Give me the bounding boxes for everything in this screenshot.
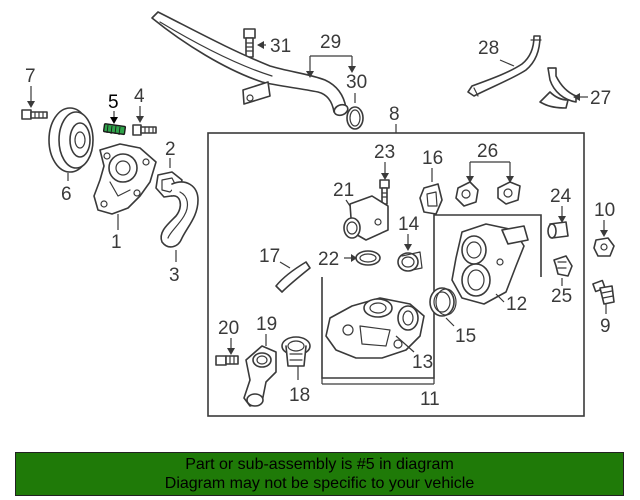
part-5-stud-highlighted — [102, 123, 127, 136]
part-23-bolt — [379, 179, 390, 205]
part-27-hose — [539, 67, 577, 109]
callout-1: 1 — [111, 232, 122, 253]
part-6-pulley — [48, 107, 94, 173]
callout-28: 28 — [478, 38, 499, 59]
part-24-sensor — [547, 221, 569, 239]
parts-diagram: 7 6 5 4 2 1 3 31 29 30 28 27 8 23 16 26 … — [21, 11, 615, 417]
callout-9: 9 — [600, 316, 611, 337]
callout-12: 12 — [506, 294, 527, 315]
part-13-coolant-housing — [325, 297, 425, 359]
part-17-gasket — [275, 261, 311, 293]
part-21-water-outlet — [343, 195, 389, 241]
part-1-water-pump — [93, 143, 157, 215]
callout-18: 18 — [289, 385, 310, 406]
callout-19: 19 — [256, 314, 277, 335]
callout-10: 10 — [594, 200, 615, 221]
callout-4: 4 — [134, 86, 145, 107]
part-info-banner: Part or sub-assembly is #5 in diagram Di… — [15, 452, 624, 496]
callout-23: 23 — [374, 142, 395, 163]
callout-3: 3 — [169, 265, 180, 286]
callout-31: 31 — [270, 36, 291, 57]
part-10-nut — [593, 237, 615, 257]
callout-27: 27 — [590, 88, 611, 109]
part-9-bolt — [592, 279, 615, 305]
callout-21: 21 — [333, 180, 354, 201]
part-15-o-ring — [429, 287, 457, 317]
part-16-gasket — [419, 183, 443, 215]
callout-7: 7 — [25, 66, 36, 87]
part-31-bolt — [243, 28, 256, 58]
part-4-bolt — [132, 124, 157, 136]
part-18-thermostat — [281, 336, 311, 367]
callout-22: 22 — [318, 249, 339, 270]
part-19-water-outlet — [243, 345, 277, 407]
part-7-bolt — [21, 109, 48, 120]
callout-11: 11 — [420, 389, 440, 410]
callout-25: 25 — [551, 286, 572, 307]
callout-2: 2 — [165, 139, 176, 160]
callout-26: 26 — [477, 141, 498, 162]
part-29-coolant-pipe — [151, 11, 349, 117]
callout-14: 14 — [398, 214, 420, 235]
part-30-o-ring — [346, 106, 364, 130]
callout-20: 20 — [218, 318, 239, 339]
callout-15: 15 — [455, 326, 476, 347]
part-12-thermostat-housing — [451, 223, 529, 305]
callout-16: 16 — [422, 148, 443, 169]
part-22-o-ring — [355, 250, 381, 266]
callout-30: 30 — [346, 72, 367, 93]
part-26-fittings — [455, 181, 521, 207]
part-25-clip — [553, 255, 573, 277]
banner-part-line: Part or sub-assembly is #5 in diagram — [185, 456, 454, 473]
callout-17: 17 — [259, 246, 280, 267]
part-3-gasket — [160, 181, 199, 248]
callout-13: 13 — [412, 352, 433, 373]
callout-6: 6 — [61, 184, 72, 205]
part-28-hose — [467, 35, 542, 97]
callout-24: 24 — [550, 186, 572, 207]
part-20-bolt — [215, 355, 239, 366]
part-14-o-ring — [397, 251, 423, 272]
banner-disclaimer-line: Diagram may not be specific to your vehi… — [164, 475, 475, 492]
callout-5-highlighted: 5 — [108, 92, 119, 113]
callout-8: 8 — [389, 104, 400, 125]
callout-29: 29 — [320, 32, 341, 53]
